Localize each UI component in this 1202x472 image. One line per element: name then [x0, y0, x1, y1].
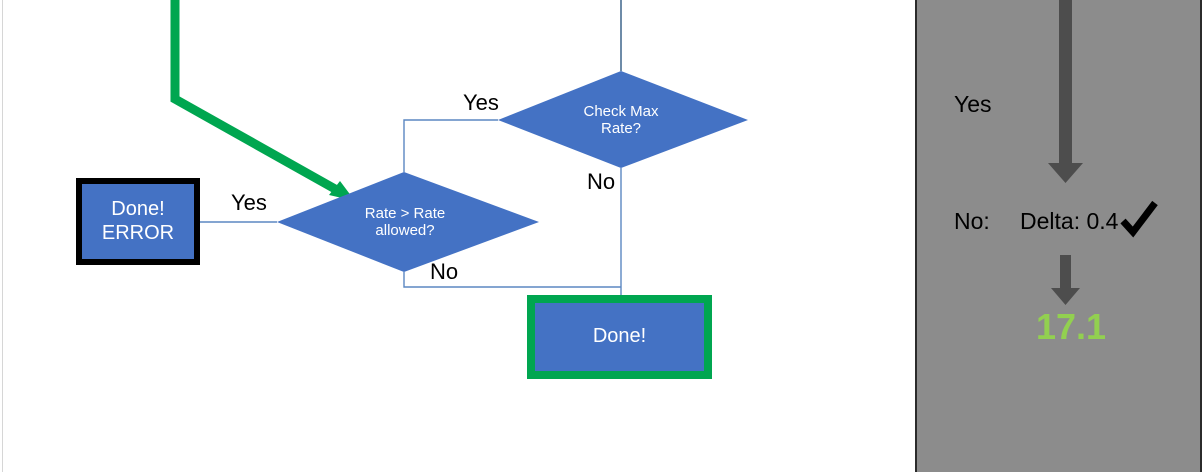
edge-label-check-max-no: No	[587, 169, 616, 194]
panel-delta-value: Delta: 0.4	[1020, 208, 1119, 234]
panel-arrow-top-head	[1048, 163, 1083, 183]
status-panel: Yes No: Delta: 0.4 17.1	[915, 0, 1202, 472]
highlight-path-line	[170, 0, 347, 198]
left-margin-rule	[2, 0, 3, 472]
connector-check-max-yes	[403, 119, 498, 172]
edge-label-check-max-yes: Yes	[463, 90, 499, 115]
node-rate-greater-than-allowed[interactable]	[277, 172, 539, 272]
flowchart-connectors	[170, 0, 748, 295]
panel-arrow-bottom-shaft	[1060, 255, 1071, 291]
edge-label-rate-yes: Yes	[231, 190, 267, 215]
flowchart-region: Check Max Rate? Rate > Rate allowed? Don…	[2, 0, 748, 472]
node-check-max-rate[interactable]	[498, 71, 748, 168]
panel-yes-label: Yes	[954, 91, 992, 117]
node-done-error[interactable]	[76, 178, 200, 265]
connector-rate-no	[403, 272, 621, 288]
edge-label-rate-no: No	[430, 259, 459, 284]
panel-arrows	[1048, 0, 1158, 305]
panel-arrow-bottom-head	[1051, 288, 1080, 305]
node-done-ok[interactable]	[527, 295, 712, 379]
check-icon	[1120, 200, 1158, 238]
panel-result-value: 17.1	[1036, 306, 1107, 347]
panel-no-label: No:	[954, 208, 990, 234]
panel-arrow-top-shaft	[1059, 0, 1072, 166]
